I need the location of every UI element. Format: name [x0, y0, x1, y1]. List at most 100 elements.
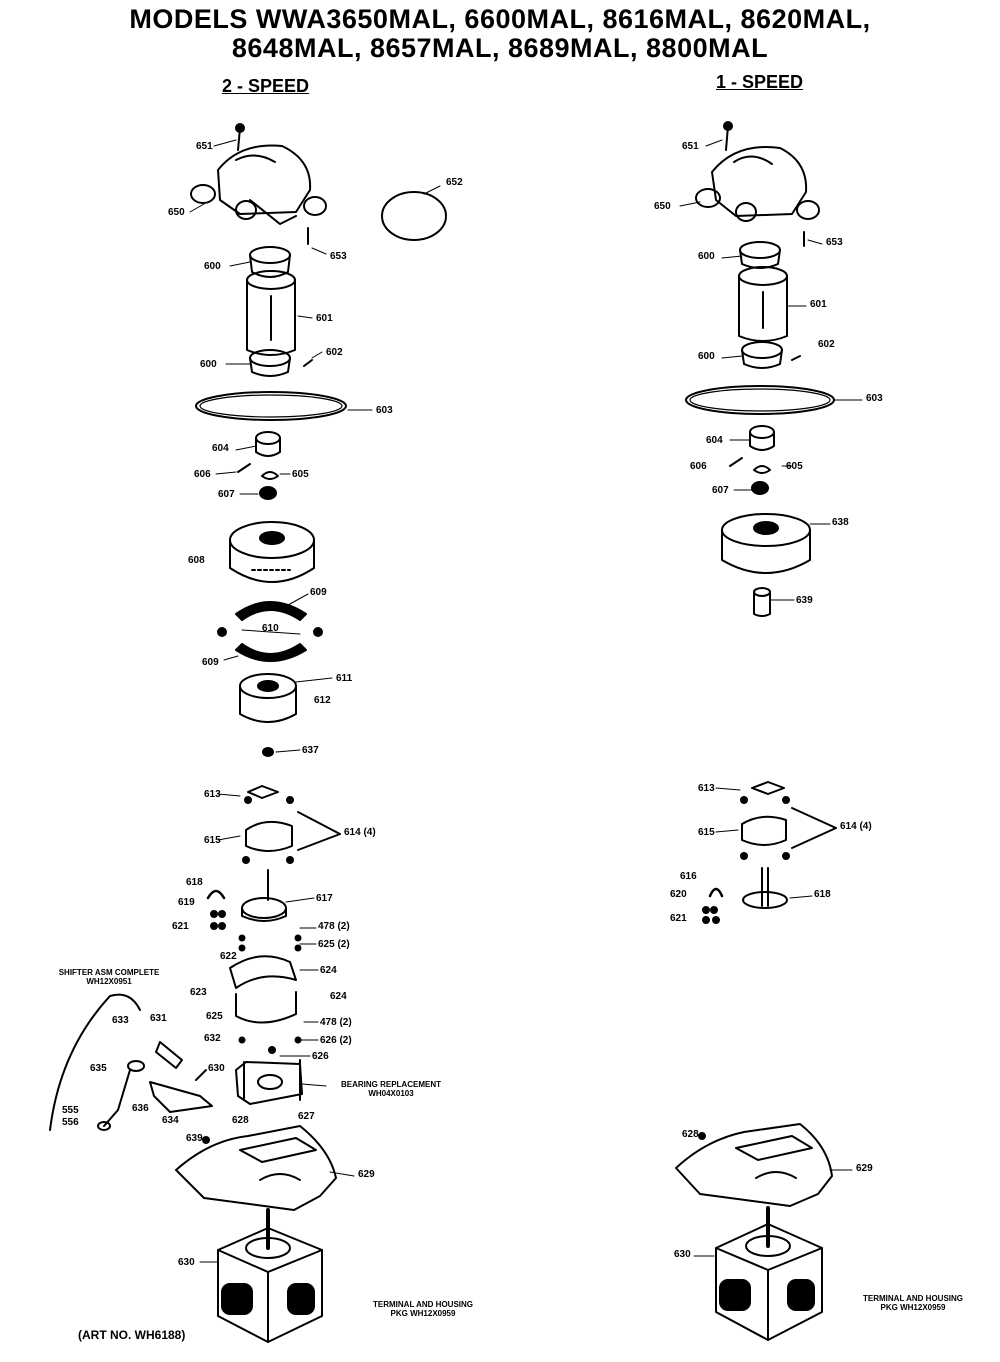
part-label: 613: [204, 789, 221, 800]
brake-housing-left: [239, 673, 297, 723]
part-label: 618: [186, 877, 203, 888]
part-label: 613: [698, 783, 715, 794]
part-label: 651: [682, 141, 699, 152]
mounting-plate-left: [175, 1125, 337, 1211]
part-label: 633: [112, 1015, 129, 1026]
part-label: 638: [832, 517, 849, 528]
part-label: 616: [680, 871, 697, 882]
part-label: 629: [856, 1163, 873, 1174]
part-label: 624: [330, 991, 347, 1002]
part-label: 639: [186, 1133, 203, 1144]
part-label: 637: [302, 745, 319, 756]
part-label: 625 (2): [318, 939, 350, 950]
bracket-assembly-right: [740, 781, 837, 860]
part-label: 618: [814, 889, 831, 900]
part-label: 636: [132, 1103, 149, 1114]
mounting-plate-right: [675, 1123, 833, 1207]
part-label: 630: [178, 1257, 195, 1268]
part-label: 606: [194, 469, 211, 480]
part-label: 603: [866, 393, 883, 404]
part-label: 628: [682, 1129, 699, 1140]
section-heading-two-speed: 2 - SPEED: [222, 76, 310, 96]
part-label: 555: [62, 1105, 79, 1116]
shifter-assembly-left: [49, 993, 213, 1131]
part-label: 605: [292, 469, 309, 480]
shifter-note-text: SHIFTER ASM COMPLETE: [58, 968, 160, 977]
gear-case-base-left: [235, 1059, 303, 1105]
pulley-parts-left: [237, 431, 281, 500]
pump-seal-ring-left: [381, 191, 447, 241]
art-number: (ART NO. WH6188): [78, 1328, 186, 1342]
bracket-assembly-left: [242, 785, 341, 864]
part-label: 651: [196, 141, 213, 152]
part-label: 604: [212, 443, 229, 454]
terminal-note-text-left: TERMINAL AND HOUSING: [373, 1300, 473, 1309]
part-label: 600: [698, 351, 715, 362]
clutch-drum-right: [721, 513, 811, 574]
part-label: 627: [298, 1111, 315, 1122]
clutch-drum-left: [229, 521, 315, 583]
part-label: 623: [190, 987, 207, 998]
part-label: 630: [674, 1249, 691, 1260]
part-label: 624: [320, 965, 337, 976]
part-label: 617: [316, 893, 333, 904]
part-label: 631: [150, 1013, 167, 1024]
shifter-assembly-note: SHIFTER ASM COMPLETE WH12X0951: [44, 968, 174, 986]
sleeve-right: [753, 587, 771, 617]
part-label: 609: [310, 587, 327, 598]
part-label: 630: [208, 1063, 225, 1074]
part-label: 639: [796, 595, 813, 606]
motor-left: [217, 1208, 323, 1343]
leader-lines: [189, 139, 863, 1263]
part-label: 609: [202, 657, 219, 668]
cam-assembly-left: [229, 934, 302, 1054]
part-label: 620: [670, 889, 687, 900]
part-label: 629: [358, 1169, 375, 1180]
part-label: 610: [262, 623, 279, 634]
part-label: 600: [204, 261, 221, 272]
terminal-note-text-right: TERMINAL AND HOUSING: [863, 1294, 963, 1303]
washer-left: [262, 747, 274, 757]
part-label: 626: [312, 1051, 329, 1062]
bearing-replacement-note: BEARING REPLACEMENT WH04X0103: [326, 1080, 456, 1098]
terminal-note-part-number-left: PKG WH12X0959: [390, 1309, 456, 1318]
part-label: 615: [204, 835, 221, 846]
part-label: 603: [376, 405, 393, 416]
part-label: 621: [172, 921, 189, 932]
terminal-housing-note-left: TERMINAL AND HOUSING PKG WH12X0959: [358, 1300, 488, 1318]
part-label: 607: [218, 489, 235, 500]
part-label: 653: [330, 251, 347, 262]
section-heading-one-speed: 1 - SPEED: [716, 72, 804, 92]
part-label: 622: [220, 951, 237, 962]
coupling-stack-right: [738, 241, 801, 369]
part-label: 478 (2): [318, 921, 350, 932]
bearing-note-text: BEARING REPLACEMENT: [340, 1080, 441, 1089]
part-label: 650: [168, 207, 185, 218]
terminal-note-part-number-right: PKG WH12X0959: [880, 1303, 946, 1312]
part-label: 600: [698, 251, 715, 262]
part-label: 615: [698, 827, 715, 838]
part-label: 606: [690, 461, 707, 472]
part-label: 602: [326, 347, 343, 358]
part-label: 604: [706, 435, 723, 446]
part-label: 625: [206, 1011, 223, 1022]
brake-shoes-left: [217, 601, 323, 662]
drive-belt-left: [195, 391, 347, 421]
bearing-note-part-number: WH04X0103: [368, 1089, 414, 1098]
terminal-housing-note-right: TERMINAL AND HOUSING PKG WH12X0959: [846, 1294, 980, 1312]
part-label: 607: [712, 485, 729, 496]
shifter-note-part-number: WH12X0951: [86, 977, 132, 986]
pump-assembly-left: [190, 123, 327, 245]
part-label: 635: [90, 1063, 107, 1074]
part-label: 614 (4): [840, 821, 872, 832]
part-label: 612: [314, 695, 331, 706]
part-label: 611: [336, 673, 353, 684]
part-label: 556: [62, 1117, 79, 1128]
part-label: 601: [316, 313, 333, 324]
part-label: 626 (2): [320, 1035, 352, 1046]
drive-belt-right: [685, 385, 835, 415]
part-label: 614 (4): [344, 827, 376, 838]
pulley-parts-right: [729, 425, 775, 495]
part-label: 478 (2): [320, 1017, 352, 1028]
